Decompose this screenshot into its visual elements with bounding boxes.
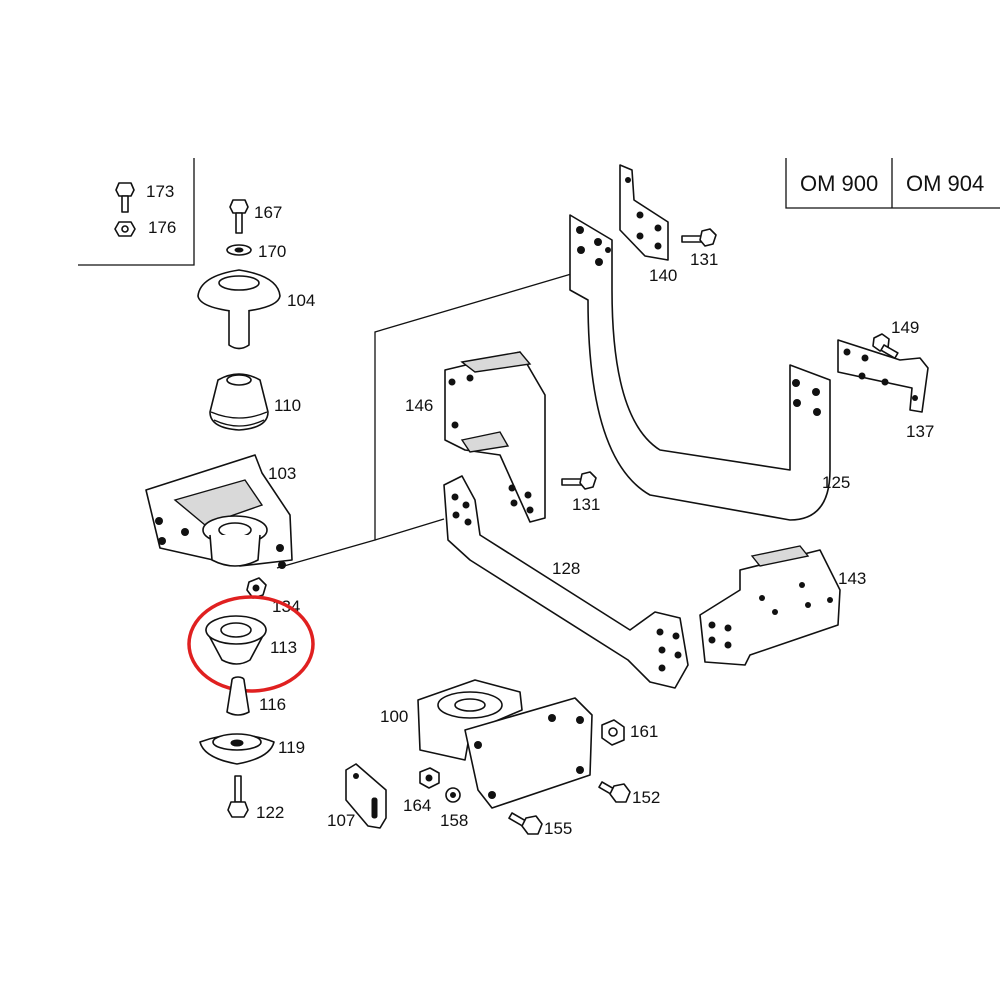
washer-158-icon — [445, 787, 461, 803]
bracket-137-icon — [837, 339, 929, 413]
spacer-116-icon — [226, 676, 250, 716]
nut-176-icon — [114, 221, 136, 237]
label-149: 149 — [891, 318, 919, 337]
rubber-cone-113-icon — [205, 615, 267, 665]
label-146: 146 — [405, 396, 433, 415]
label-113: 113 — [270, 638, 297, 657]
washer-cup-119-icon — [199, 733, 275, 765]
engine-bracket-103-icon — [145, 454, 293, 569]
label-125: 125 — [822, 473, 850, 492]
fastener-inset-box: 173 176 — [78, 158, 195, 266]
label-143: 143 — [838, 569, 866, 588]
nut-134-icon — [246, 577, 267, 599]
engine-model-header: OM 900 OM 904 — [785, 158, 1000, 209]
label-116: 116 — [259, 695, 286, 714]
bracket-146-icon — [444, 351, 546, 523]
nut-161-icon — [601, 719, 625, 746]
mount-cap-104-icon — [197, 269, 281, 350]
label-176: 176 — [148, 218, 176, 237]
bolt-131-top-icon — [681, 228, 717, 247]
label-107: 107 — [327, 811, 355, 830]
label-110: 110 — [274, 396, 301, 415]
label-173: 173 — [146, 182, 174, 201]
engine-model-om904: OM 904 — [906, 171, 984, 196]
highlight-circle-113 — [187, 595, 315, 693]
label-170: 170 — [258, 242, 286, 261]
bolt-155-icon — [508, 812, 543, 835]
engine-mount-100-icon — [417, 679, 593, 809]
label-128: 128 — [552, 559, 580, 578]
label-155: 155 — [544, 819, 572, 838]
bolt-122-icon — [227, 775, 249, 818]
label-122: 122 — [256, 803, 284, 822]
bracket-140-icon — [619, 164, 669, 261]
label-158: 158 — [440, 811, 468, 830]
washer-170-icon — [226, 244, 252, 256]
bolt-167-icon — [229, 199, 249, 234]
label-103: 103 — [268, 464, 296, 483]
crossmember-128-icon — [443, 475, 689, 689]
label-152: 152 — [632, 788, 660, 807]
bracket-107-icon — [345, 763, 387, 829]
crossmember-125-icon — [569, 214, 831, 521]
engine-model-om900: OM 900 — [800, 171, 878, 196]
bolt-149-icon — [872, 333, 899, 359]
bracket-143-icon — [699, 545, 841, 666]
bolt-131-mid-icon — [561, 471, 597, 490]
nut-164-icon — [419, 767, 440, 789]
label-131-mid: 131 — [572, 495, 600, 514]
label-164: 164 — [403, 796, 431, 815]
label-167: 167 — [254, 203, 282, 222]
label-161: 161 — [630, 722, 658, 741]
label-131-top: 131 — [690, 250, 718, 269]
bolt-173-icon — [115, 182, 135, 213]
label-137: 137 — [906, 422, 934, 441]
rubber-bush-110-icon — [209, 373, 269, 431]
bolt-152-icon — [598, 781, 631, 803]
label-119: 119 — [278, 738, 305, 757]
label-140: 140 — [649, 266, 677, 285]
label-100: 100 — [380, 707, 408, 726]
label-104: 104 — [287, 291, 315, 310]
leader-lines — [276, 271, 579, 569]
